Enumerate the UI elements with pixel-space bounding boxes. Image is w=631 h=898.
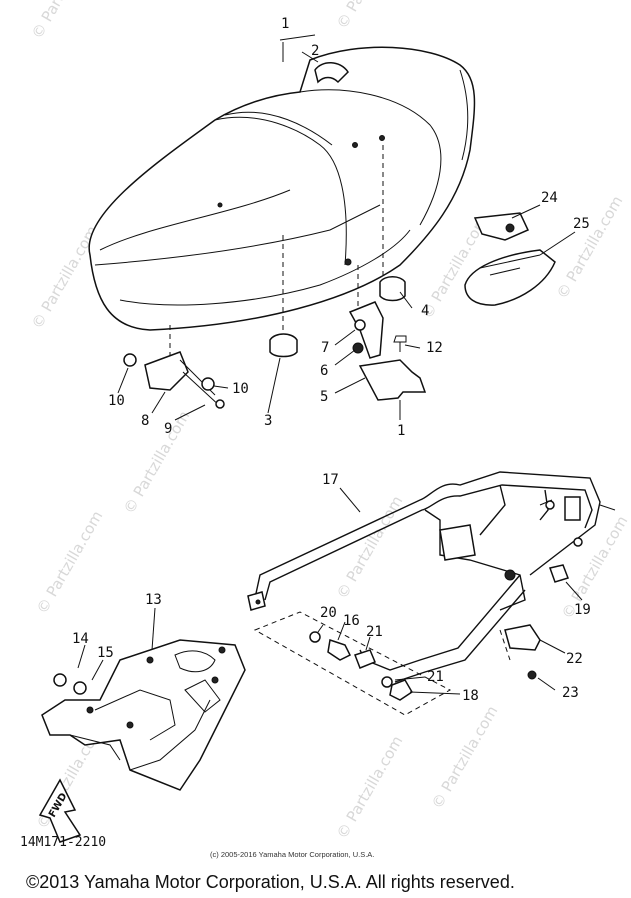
- part-number-label: 4: [421, 303, 429, 319]
- watermark: © Partzilla.com: [333, 733, 406, 842]
- seat-illustration: [88, 34, 476, 331]
- part-number-label: 8: [141, 413, 149, 429]
- part-number-label: 12: [426, 340, 443, 356]
- watermark: © Partzilla.com: [553, 193, 626, 302]
- part-number-label: 20: [320, 605, 337, 621]
- part-number-label: 18: [462, 688, 479, 704]
- part-number-label: 10: [108, 393, 125, 409]
- leader-lines: [77, 51, 583, 695]
- watermark: © Partzilla.com: [333, 0, 406, 32]
- part-number-label: 15: [97, 645, 114, 661]
- part-number-label: 9: [164, 421, 172, 437]
- seat-hardware: [123, 212, 556, 409]
- part-number-label: 1: [397, 423, 405, 439]
- part-number-label: 14: [72, 631, 89, 647]
- part-number-label: 10: [232, 381, 249, 397]
- part-number-label: 7: [321, 340, 329, 356]
- watermark: © Partzilla.com: [428, 703, 501, 812]
- part-number-label: 23: [562, 685, 579, 701]
- part-number-label: 6: [320, 363, 328, 379]
- part-number-label: 13: [145, 592, 162, 608]
- part-number-label: 21: [366, 624, 383, 640]
- copyright-notice: ©2013 Yamaha Motor Corporation, U.S.A. A…: [26, 872, 515, 892]
- watermark: © Partzilla.com: [120, 408, 193, 517]
- part-number-label: 19: [574, 602, 591, 618]
- part-number-label: 1: [281, 16, 289, 32]
- diagram-code: 14M171-2210: [20, 835, 107, 850]
- watermark: © Partzilla.com: [33, 508, 106, 617]
- part-number-labels: 1 2 24 25 4 7 12 6 5 1 3 10 10 8 9 17 13…: [72, 16, 591, 704]
- part-number-label: 16: [343, 613, 360, 629]
- copyright-small: (c) 2005-2016 Yamaha Motor Corporation, …: [210, 850, 375, 859]
- watermark: © Partzilla.com: [558, 513, 631, 622]
- part-number-label: 25: [573, 216, 590, 232]
- part-number-label: 24: [541, 190, 558, 206]
- fwd-direction-icon: FWD: [38, 778, 82, 843]
- part-number-label: 21: [427, 669, 444, 685]
- part-number-label: 3: [264, 413, 272, 429]
- part-number-label: 22: [566, 651, 583, 667]
- part-number-label: 2: [311, 43, 319, 59]
- part-number-label: 17: [322, 472, 339, 488]
- watermark: © Partzilla.com: [28, 0, 101, 42]
- part-number-label: 5: [320, 389, 328, 405]
- rear-bracket-illustration: [41, 639, 246, 791]
- fasteners: [309, 564, 569, 701]
